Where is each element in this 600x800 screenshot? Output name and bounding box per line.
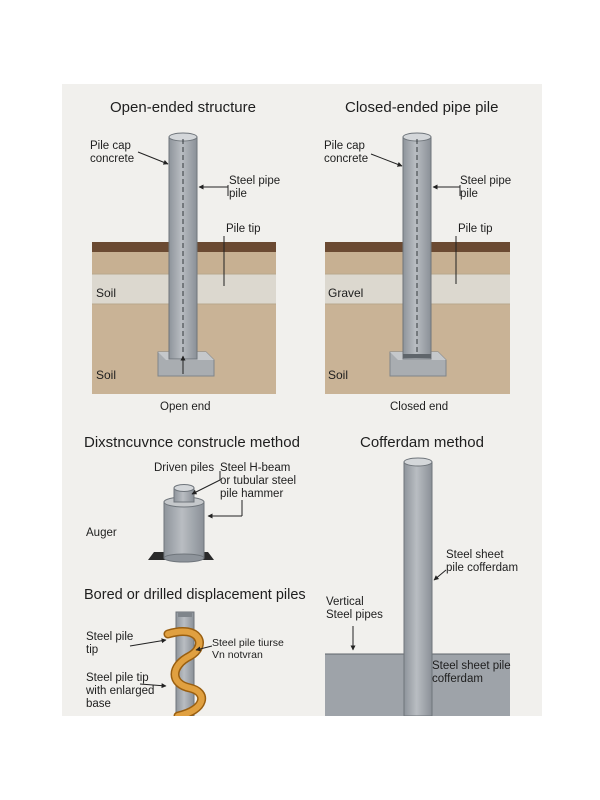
closed-ended-soil-profile bbox=[325, 242, 510, 394]
driven-pile-drawing bbox=[148, 484, 214, 563]
displacement-title: Dixstncuvnce construcle method bbox=[84, 434, 300, 451]
open-ended-caption: Open end bbox=[160, 401, 211, 413]
open-ended-leaders bbox=[137, 151, 229, 286]
open-ended-layer-2-label: Soil bbox=[96, 368, 117, 382]
bored-tip-label: Steel pile tip bbox=[86, 631, 134, 657]
closed-ended-layer-1-label: Gravel bbox=[328, 286, 364, 300]
cofferdam-title: Cofferdam method bbox=[360, 434, 484, 451]
bored-title: Bored or drilled displacement piles bbox=[84, 587, 306, 603]
cofferdam-sheet-pile-label: Steel sheet pile cofferdam bbox=[446, 549, 519, 575]
closed-ended-caption: Closed end bbox=[390, 401, 449, 413]
closed-ended-leaders bbox=[370, 153, 461, 284]
diagram-drawing bbox=[92, 132, 510, 716]
bored-pile-leaders bbox=[129, 638, 213, 689]
open-ended-title: Open-ended structure bbox=[110, 99, 256, 116]
closed-ended-layer-2-label: Soil bbox=[328, 368, 349, 382]
open-ended-pile-cap-label: Pile cap concrete bbox=[90, 140, 135, 166]
closed-ended-pile-tip-label: Pile tip bbox=[458, 223, 493, 235]
open-ended-pile-tip-label: Pile tip bbox=[226, 223, 261, 235]
driven-piles-label: Driven piles bbox=[154, 462, 215, 474]
closed-ended-title: Closed-ended pipe pile bbox=[345, 99, 499, 116]
bored-enlarged-tip-label: Steel pile tip with enlarged base bbox=[86, 672, 155, 711]
bored-pile-drawing bbox=[163, 611, 207, 716]
vertical-steel-pipes-label: Vertical Steel pipes bbox=[326, 596, 383, 622]
open-ended-steel-pipe-label: Steel pipe pile bbox=[229, 175, 281, 201]
closed-ended-pile bbox=[389, 132, 447, 377]
diagram-sheet: Open-ended structure Pile cap concrete S… bbox=[62, 84, 542, 716]
open-ended-pile bbox=[157, 132, 215, 377]
bored-helix-label: Steel pile tiurse Vn notvran bbox=[212, 637, 284, 662]
closed-ended-pile-cap-label: Pile cap concrete bbox=[324, 140, 369, 166]
closed-ended-steel-pipe-label: Steel pipe pile bbox=[460, 175, 512, 201]
cofferdam-sheet-pile-label-2: Steel sheet pile cofferdam bbox=[432, 660, 511, 686]
cofferdam-leaders bbox=[350, 569, 447, 651]
auger-label: Auger bbox=[86, 527, 117, 539]
pile-hammer-label: Steel H-beam or tubular steel pile hamme… bbox=[220, 462, 297, 501]
cofferdam-drawing bbox=[325, 457, 510, 716]
open-ended-layer-1-label: Soil bbox=[96, 286, 117, 300]
driven-pile-leaders bbox=[191, 471, 243, 519]
